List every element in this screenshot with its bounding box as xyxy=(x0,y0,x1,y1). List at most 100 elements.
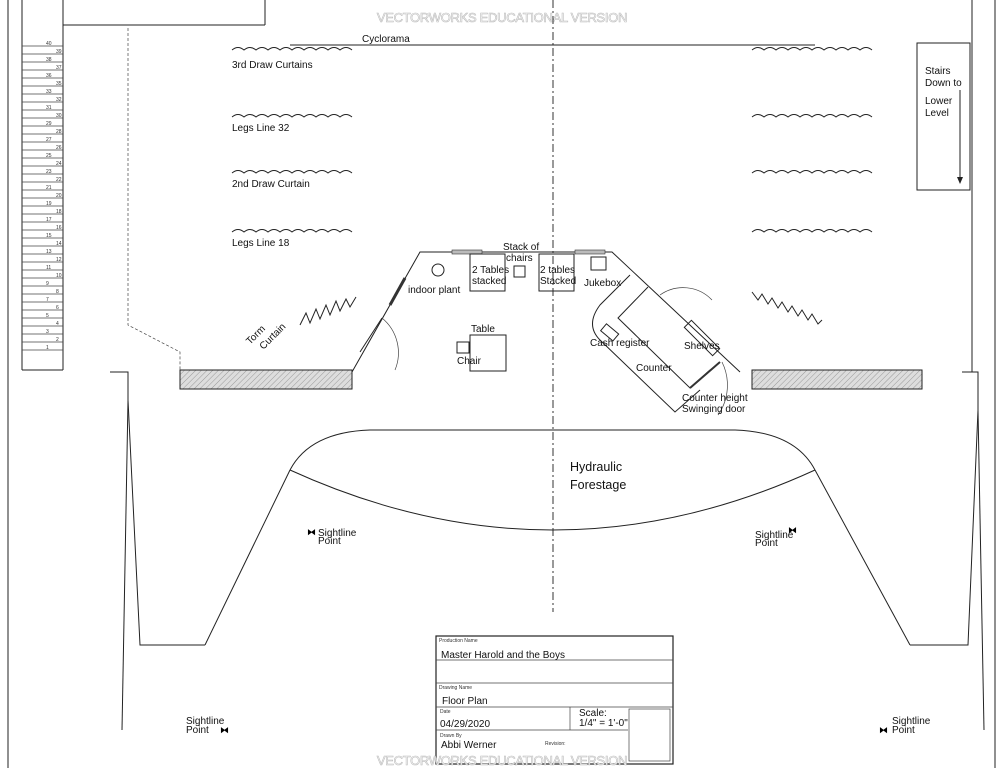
production-name: Master Harold and the Boys xyxy=(441,650,565,661)
line-set-number: 14 xyxy=(56,241,62,247)
curtain-0-left xyxy=(231,47,353,51)
revision-label: Revision: xyxy=(545,741,566,747)
chair xyxy=(456,341,470,354)
curtain-0-right xyxy=(751,47,873,51)
chairs-label-2: chairs xyxy=(506,253,533,264)
drawn-by-label: Drawn By xyxy=(440,733,462,739)
line-set-number: 23 xyxy=(46,169,52,175)
line-set-number: 4 xyxy=(56,321,59,327)
forestage-label-2: Forestage xyxy=(570,478,626,492)
sightline-icon: ⧓ xyxy=(307,527,316,537)
watermark-top: VECTORWORKS EDUCATIONAL VERSION xyxy=(377,10,627,25)
legs-32-label: Legs Line 32 xyxy=(232,123,290,134)
window-right xyxy=(574,249,606,255)
curtain-2-right xyxy=(751,170,873,174)
curtain-3-left xyxy=(231,229,353,233)
line-set-number: 38 xyxy=(46,57,52,63)
line-set-number: 3 xyxy=(46,329,49,335)
curtain-1-left xyxy=(231,114,353,118)
line-set-number: 28 xyxy=(56,129,62,135)
drawn-by: Abbi Werner xyxy=(441,740,497,751)
forestage-label-1: Hydraulic xyxy=(570,460,622,474)
sightline-icon: ⧓ xyxy=(220,725,229,735)
line-set-number: 20 xyxy=(56,193,62,199)
curtain-2-left xyxy=(231,170,353,174)
svg-text:Sightline: Sightline xyxy=(186,716,225,727)
line-set-number: 31 xyxy=(46,105,52,111)
stairs-label-3: Lower xyxy=(925,96,953,107)
line-set-number: 37 xyxy=(56,65,62,71)
apron-right-edge xyxy=(814,469,911,646)
proscenium-left xyxy=(179,369,353,390)
curtains xyxy=(231,47,873,233)
line-set-number: 26 xyxy=(56,145,62,151)
tables-left-label-1: 2 Tables xyxy=(472,265,509,276)
masking-line xyxy=(127,28,181,370)
line-set-number: 8 xyxy=(56,289,59,295)
cash-register-label: Cash register xyxy=(590,338,650,349)
counter-door-arc xyxy=(659,287,713,301)
svg-text:Sightline: Sightline xyxy=(755,530,794,541)
indoor-plant xyxy=(431,263,445,277)
tables-right-label-1: 2 tables xyxy=(540,265,575,276)
jukebox xyxy=(590,256,607,271)
line-set-number: 25 xyxy=(46,153,52,159)
svg-text:Sightline: Sightline xyxy=(892,716,931,727)
tables-right-label-2: Stacked xyxy=(540,276,576,287)
forestage-lower-edge xyxy=(289,469,816,531)
third-draw-label: 3rd Draw Curtains xyxy=(232,60,313,71)
tables-left-label-2: stacked xyxy=(472,276,506,287)
chair-label: Chair xyxy=(457,356,482,367)
cash-register xyxy=(599,323,620,342)
second-draw-label: 2nd Draw Curtain xyxy=(232,179,310,190)
shelves xyxy=(683,319,721,357)
line-set-number: 19 xyxy=(46,201,52,207)
jukebox-label: Jukebox xyxy=(584,278,621,289)
line-set-number: 16 xyxy=(56,225,62,231)
door-left xyxy=(359,317,383,353)
line-set-number: 7 xyxy=(46,297,49,303)
line-set-number: 35 xyxy=(56,81,62,87)
line-set-number: 27 xyxy=(46,137,52,143)
line-set-number: 33 xyxy=(46,89,52,95)
date: 04/29/2020 xyxy=(440,719,490,730)
sightline-point-4: ⧓ Sightline Point xyxy=(879,716,931,736)
counter-label: Counter xyxy=(636,363,672,374)
line-set-number: 22 xyxy=(56,177,62,183)
line-set-number: 30 xyxy=(56,113,62,119)
line-set-number: 12 xyxy=(56,257,62,263)
line-set-number: 36 xyxy=(46,73,52,79)
line-set-number: 21 xyxy=(46,185,52,191)
line-set-number: 18 xyxy=(56,209,62,215)
window-left xyxy=(451,249,483,255)
cyclorama-label: Cyclorama xyxy=(362,34,410,45)
line-set-number: 15 xyxy=(46,233,52,239)
line-set-number: 9 xyxy=(46,281,49,287)
line-set-number: 6 xyxy=(56,305,59,311)
drawing-name-label: Drawing Name xyxy=(439,685,472,691)
door-swing-left xyxy=(381,317,399,371)
chairs-label-1: Stack of xyxy=(503,242,539,253)
line-set-number: 40 xyxy=(46,41,52,47)
swinging-door xyxy=(689,361,721,389)
stack-of-chairs xyxy=(513,265,526,278)
watermark-bottom: VECTORWORKS EDUCATIONAL VERSION xyxy=(377,753,627,768)
drawing-name: Floor Plan xyxy=(442,696,488,707)
line-set-number: 29 xyxy=(46,121,52,127)
swing-door-label-2: Swinging door xyxy=(682,404,746,415)
stairs-label-2: Down to xyxy=(925,78,962,89)
line-set-number: 2 xyxy=(56,337,59,343)
svg-text:Point: Point xyxy=(755,538,778,549)
title-block: Production Name Master Harold and the Bo… xyxy=(435,635,674,765)
line-set-number: 1 xyxy=(46,345,49,351)
line-set-number: 32 xyxy=(56,97,62,103)
tables-stacked-left xyxy=(469,253,506,292)
apron-left-edge xyxy=(204,469,291,646)
line-set-number: 10 xyxy=(56,273,62,279)
sightline-point-1: ⧓ Sightline Point xyxy=(307,527,357,547)
sightline-point-2: ⧓ Sightline Point xyxy=(755,525,797,549)
forestage-upper-edge xyxy=(289,429,816,471)
torm-curtain-right xyxy=(751,291,823,325)
curtain-1-right xyxy=(751,114,873,118)
